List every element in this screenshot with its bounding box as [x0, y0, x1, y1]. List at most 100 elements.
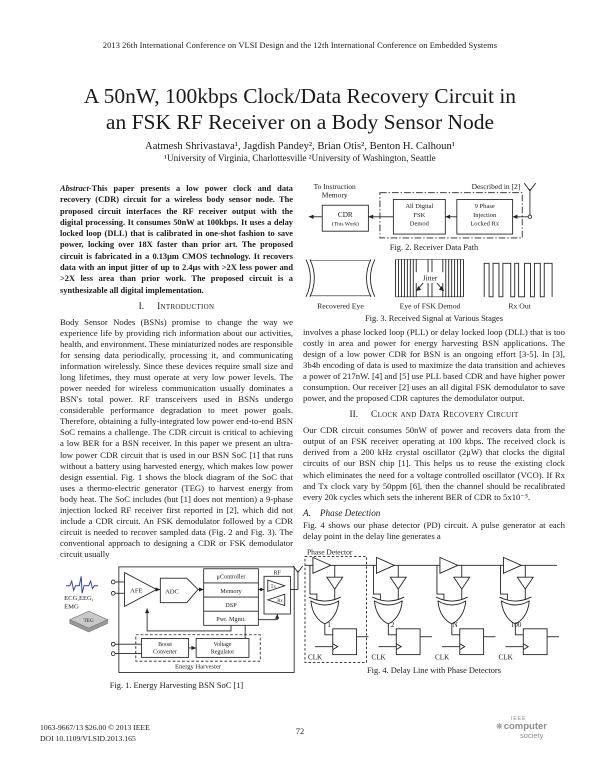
logo-computer-text: computer: [503, 721, 547, 733]
phase-detection-paragraph: Fig. 4 shows our phase detector (PD) cir…: [303, 519, 565, 541]
paper-title-line1: A 50nW, 100kbps Clock/Data Recovery Circ…: [83, 84, 517, 108]
recovered-eye-waveform: [305, 259, 376, 298]
injection-locked-rx-block: 9 Phase Injection Locked Rx: [456, 199, 514, 235]
fig2-to-memory-label2: Memory: [322, 191, 348, 200]
cdr-overview-paragraph: Our CDR circuit consumes 50nW of power a…: [303, 425, 565, 502]
title-block: A 50nW, 100kbps Clock/Data Recovery Circ…: [25, 84, 575, 163]
page-number: 72: [295, 726, 305, 736]
svg-text:Converter: Converter: [153, 650, 177, 656]
fig2-to-memory-label: To Instruction: [314, 182, 356, 191]
svg-text:TEG: TEG: [84, 618, 94, 624]
pd-cell-4: 100 CLK: [498, 556, 559, 661]
subsection-a-heading: A.Phase Detection: [303, 507, 381, 518]
svg-text:Boost: Boost: [158, 642, 172, 648]
afe-label: AFE: [130, 587, 142, 594]
svg-text:Regulator: Regulator: [211, 650, 234, 656]
doi-line: DOI 10.1109/VLSID.2013.165: [40, 733, 136, 743]
svg-text:2: 2: [391, 621, 395, 629]
phase-detector-label: Phase Detector: [307, 547, 353, 556]
svg-text:Rx: Rx: [277, 599, 283, 604]
svg-text:Energy Harvester: Energy Harvester: [175, 664, 222, 671]
rx-out-waveform: [483, 262, 553, 298]
ecg-waveform-icon: [66, 576, 99, 594]
afe-block: [124, 571, 158, 608]
copyright-block: 1063-9667/13 $26.00 © 2013 IEEE DOI 10.1…: [40, 723, 150, 745]
svg-text:All Digital: All Digital: [405, 203, 433, 210]
teg-chip-icon: TEG: [69, 610, 109, 633]
logo-society-text: society: [520, 731, 544, 741]
clk-label: CLK: [308, 653, 323, 661]
svg-text:Injection: Injection: [473, 212, 497, 219]
svg-text:(This Work): (This Work): [332, 220, 359, 227]
clk-label: CLK: [435, 653, 450, 661]
ieee-logo-text: IEEE: [511, 716, 527, 722]
abstract-text: This paper presents a low power clock an…: [60, 184, 293, 295]
fig4-caption: Fig. 4. Delay Line with Phase Detectors: [367, 665, 501, 675]
related-work-paragraph: involves a phase locked loop (PLL) or de…: [303, 327, 565, 404]
rf-block: RF Tx Rx: [263, 570, 291, 615]
fig2-described-label: Described in [2]: [472, 182, 521, 191]
pd-cell-3: N CLK: [435, 556, 496, 661]
clk-label: CLK: [498, 653, 513, 661]
fig4-diagram: Phase Detector 1 CLK: [304, 547, 559, 663]
fsk-demod-block: All Digital FSK Demod: [392, 199, 446, 235]
fig1-sensors-label: ECG,EEG,: [64, 595, 94, 602]
fig1-caption: Fig. 1. Energy Harvesting BSN SoC [1]: [109, 681, 244, 690]
fig2-diagram: To Instruction Memory Described in [2]: [308, 182, 537, 239]
svg-text:1: 1: [327, 621, 331, 629]
paper-title-line2: an FSK RF Receiver on a Body Sensor Node: [105, 109, 495, 134]
clk-label: CLK: [371, 653, 386, 661]
section-2-heading: II.Clock and Data Recovery Circuit: [349, 410, 519, 421]
adc-block: [159, 577, 199, 604]
svg-text:N: N: [453, 621, 458, 629]
svg-text:CDR: CDR: [338, 211, 353, 219]
svg-text:Tx: Tx: [271, 585, 277, 590]
recovered-eye-label: Recovered Eye: [317, 302, 364, 311]
pd-cell-2: 2 CLK: [371, 556, 432, 661]
abstract-label: Abstract-: [60, 184, 92, 193]
jitter-label-bg: [415, 272, 445, 284]
pd-cell-1: 1 CLK: [308, 556, 369, 661]
svg-text:FSK: FSK: [413, 212, 425, 219]
rx-out-label: Rx Out: [508, 302, 531, 311]
issn-line: 1063-9667/13 $26.00 © 2013 IEEE: [40, 723, 150, 732]
svg-text:Locked Rx: Locked Rx: [470, 220, 500, 227]
fig3-caption: Fig. 3. Received Signal at Various Stage…: [364, 314, 503, 323]
affiliations-line: ¹University of Virginia, Charlottesville…: [164, 152, 436, 163]
phase-detector-box: [304, 555, 367, 663]
figure-1: ECG,EEG, EMG TEG: [60, 565, 304, 690]
figure-4: Phase Detector 1 CLK: [303, 547, 565, 675]
fig1-terminals: [110, 579, 116, 656]
abstract-paragraph: Abstract-This paper presents a low power…: [60, 183, 293, 296]
digital-stack-block: μController Memory DSP Pwr. Mgmt.: [203, 568, 259, 626]
jitter-label: Jitter: [423, 275, 438, 283]
section-1-heading: I.Introduction: [138, 301, 215, 312]
authors-line: Aatmesh Shrivastava¹, Jagdish Pandey², B…: [145, 140, 455, 152]
right-column: To Instruction Memory Described in [2]: [303, 180, 565, 675]
fig1-sensors-label2: EMG: [64, 603, 79, 610]
svg-text:DSP: DSP: [225, 602, 237, 609]
svg-text:μController: μController: [217, 574, 247, 581]
fig1-arrowheads: [145, 587, 280, 651]
fig2-arrowheads: [308, 214, 518, 219]
energy-harvester-block: Boost Converter Voltage Regulator Energy…: [135, 634, 261, 671]
fig2-antenna-node: [527, 214, 533, 219]
svg-text:Voltage: Voltage: [214, 642, 232, 648]
intro-paragraph: Body Sensor Nodes (BSNs) promise to chan…: [60, 316, 293, 559]
paper-title: A 50nW, 100kbps Clock/Data Recovery Circ…: [25, 84, 575, 136]
svg-text:100: 100: [511, 621, 522, 629]
globe-icon: ❋: [496, 722, 503, 732]
adc-label: ADC: [165, 588, 180, 595]
svg-text:Demod: Demod: [410, 220, 430, 227]
conference-header: 2013 26th International Conference on VL…: [102, 41, 498, 50]
figure-2: To Instruction Memory Described in [2]: [303, 180, 565, 252]
fig1-diagram: ECG,EEG, EMG TEG: [64, 565, 304, 673]
svg-text:Pwr. Mgmt.: Pwr. Mgmt.: [216, 616, 246, 623]
jitter-arrows: [415, 282, 445, 292]
cdr-block: CDR (This Work): [321, 204, 369, 232]
fig2-caption: Fig. 2. Receiver Data Path: [389, 243, 479, 252]
left-column: Abstract-This paper presents a low power…: [60, 183, 304, 690]
ieee-computer-society-logo: IEEE ❋computer society: [496, 716, 547, 741]
fig3-diagram: Jitter Recovered Eye Eye of FSK Demod Rx…: [305, 259, 553, 311]
